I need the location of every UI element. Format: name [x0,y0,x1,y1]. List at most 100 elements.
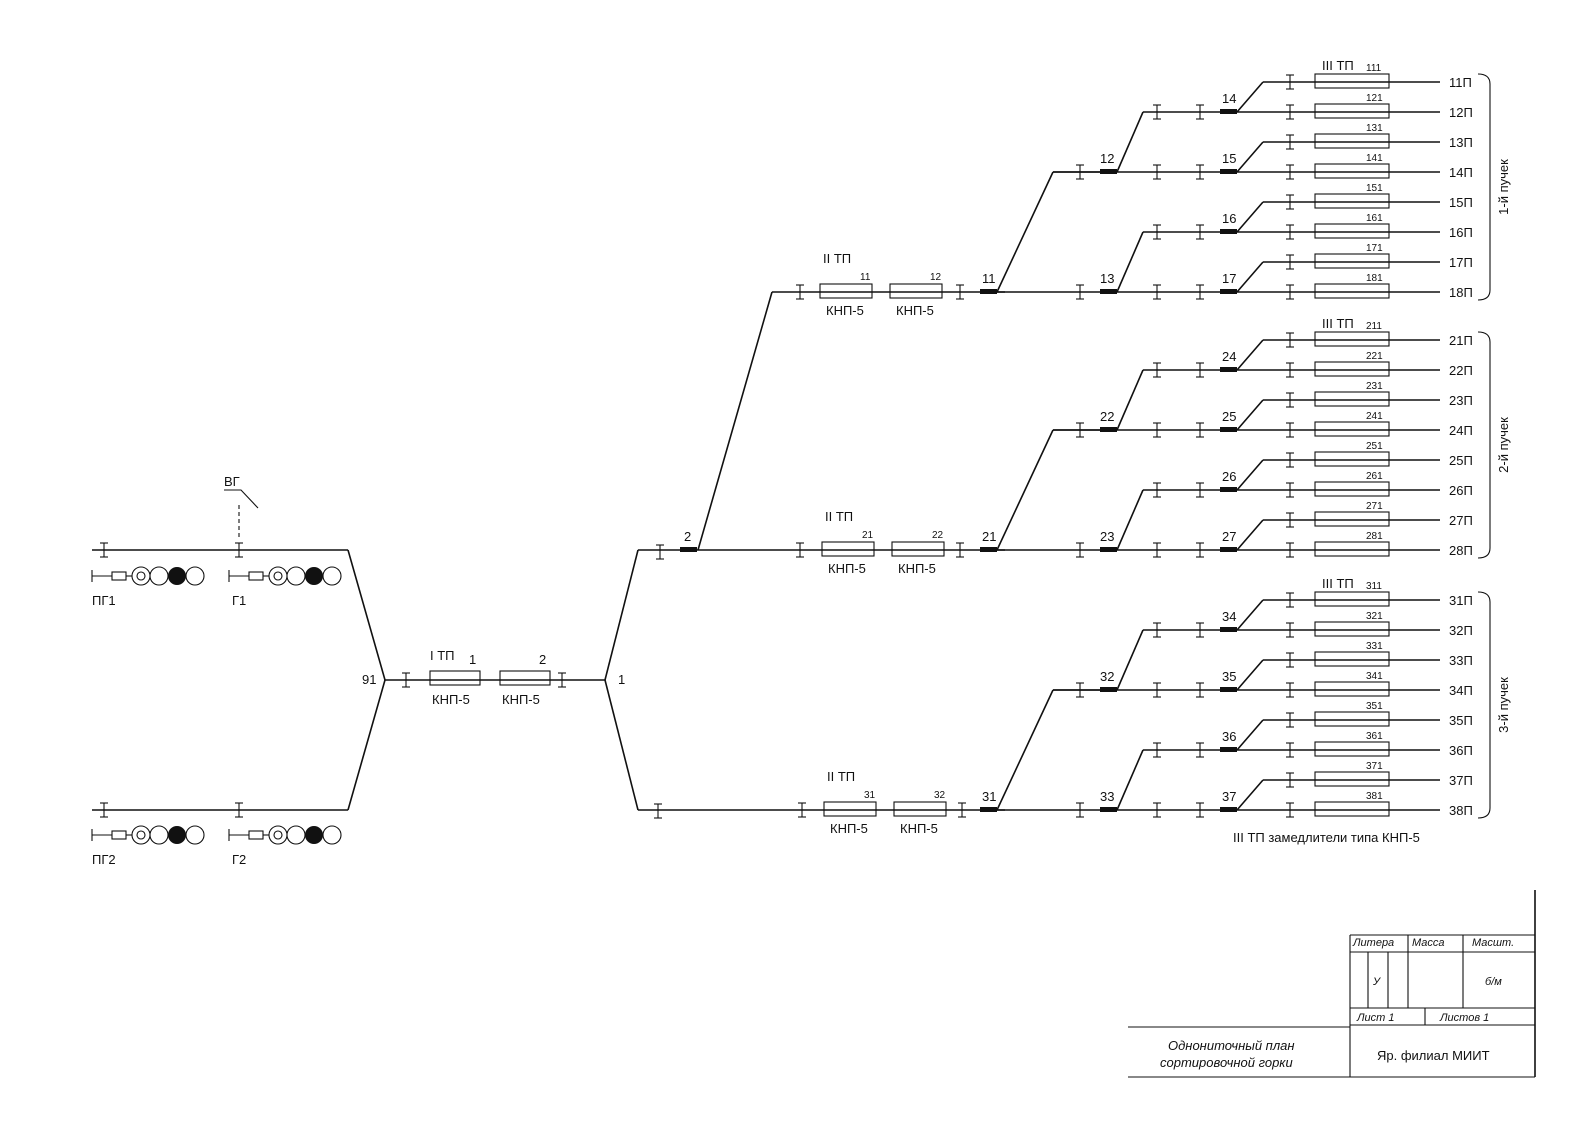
zone2-title-2: II ТП [825,509,853,524]
split-switch-label: 1 [618,672,625,687]
scale-header: Масшт. [1472,937,1514,949]
track-label: 33П [1449,653,1473,668]
track-label: 21П [1449,333,1473,348]
insulating-joint [1286,542,1294,558]
retarder-type: КНП-5 [898,561,936,576]
insulating-joint [1153,224,1161,240]
switch-label: 34 [1222,609,1236,624]
track-label: 32П [1449,623,1473,638]
branch [1116,749,1144,811]
retarder-number: 271 [1366,501,1383,512]
insulating-joint [1196,164,1204,180]
insulating-joint [1286,512,1294,528]
switch-upper-label: 32 [1100,669,1114,684]
insulating-joint [958,802,966,818]
signal-label-pg1: ПГ1 [92,593,116,608]
insulating-joint [1286,224,1294,240]
retarder-number: 121 [1366,93,1383,104]
litera-value: У [1372,976,1381,988]
track-label: 36П [1449,743,1473,758]
approach-merge-lower [347,679,386,811]
switch-root-label: 31 [982,789,996,804]
signal-head-g2 [228,825,342,845]
insulating-joint [1286,332,1294,348]
retarder-number: 231 [1366,381,1383,392]
insulating-joint [1153,362,1161,378]
insulating-joint [1153,802,1161,818]
insulating-joint [1286,652,1294,668]
track-label: 17П [1449,255,1473,270]
retarder-1-number: 1 [469,652,476,667]
approach-merge-upper [347,549,386,681]
zone1-section: I ТП 1 2 КНП-5 КНП-5 1 [385,648,625,707]
insulating-joint [1286,422,1294,438]
zone2-title-3: II ТП [827,769,855,784]
zone3-title-2: III ТП [1322,316,1354,331]
title-block: Литера Масса Масшт. У б/м Лист 1 Листов … [1128,890,1536,1078]
insulating-joint [1196,802,1204,818]
switch-label: 27 [1222,529,1236,544]
retarder-number: 251 [1366,441,1383,452]
insulating-joint [235,802,243,818]
split-lower [604,679,639,811]
switch-label: 37 [1222,789,1236,804]
retarder-type: КНП-5 [896,303,934,318]
switch-label: 25 [1222,409,1236,424]
insulating-joint [956,284,964,300]
track-label: 16П [1449,225,1473,240]
retarder-261 [1314,481,1390,497]
signal-head-g1 [228,566,342,586]
insulating-joint [1196,362,1204,378]
group-label: 1-й пучек [1496,159,1511,215]
switch-root-label: 11 [982,271,996,286]
switch-label: 35 [1222,669,1236,684]
branch [1236,201,1264,233]
insulating-joint [1286,742,1294,758]
track-label: 26П [1449,483,1473,498]
insulating-joint [1153,542,1161,558]
track-label: 18П [1449,285,1473,300]
sheets-count: Листов 1 [1439,1012,1489,1024]
retarder-number: 221 [1366,351,1383,362]
switch-label: 17 [1222,271,1236,286]
retarder-number: 151 [1366,183,1383,194]
retarder-number: 281 [1366,531,1383,542]
insulating-joint [1076,802,1084,818]
sheet-number: Лист 1 [1356,1012,1395,1024]
insulating-joint [1196,682,1204,698]
group-bracket [1477,73,1491,301]
insulating-joint [1286,74,1294,90]
branch [1116,489,1144,551]
groups-layer: II ТП11КНП-512КНП-51112131415161711111П1… [819,58,1511,836]
track-label: 25П [1449,453,1473,468]
retarder-2-number: 2 [539,652,546,667]
retarder-211 [1314,331,1390,347]
switch-label: 14 [1222,91,1236,106]
retarder-171 [1314,253,1390,269]
track-label: 23П [1449,393,1473,408]
retarder-311 [1314,591,1390,607]
branch-upper [996,171,1054,293]
retarder-number: 31 [864,790,876,801]
insulating-joint [1286,392,1294,408]
signal-head-pg2 [91,825,205,845]
insulating-joint [1196,422,1204,438]
hump-signal-icon [224,489,259,509]
litera-header: Литера [1352,937,1394,949]
retarder-number: 321 [1366,611,1383,622]
retarder-number: 141 [1366,153,1383,164]
retarder-number: 161 [1366,213,1383,224]
hump-signal-label: ВГ [224,474,240,489]
retarder-type: КНП-5 [826,303,864,318]
insulating-joint [1286,362,1294,378]
insulating-joint [796,284,804,300]
branch [1116,231,1144,293]
retarder-type: КНП-5 [830,821,868,836]
track-label: 31П [1449,593,1473,608]
retarder-2 [499,670,551,686]
insulating-joint [1286,284,1294,300]
insulating-joint [1196,542,1204,558]
insulating-joint [100,542,108,558]
